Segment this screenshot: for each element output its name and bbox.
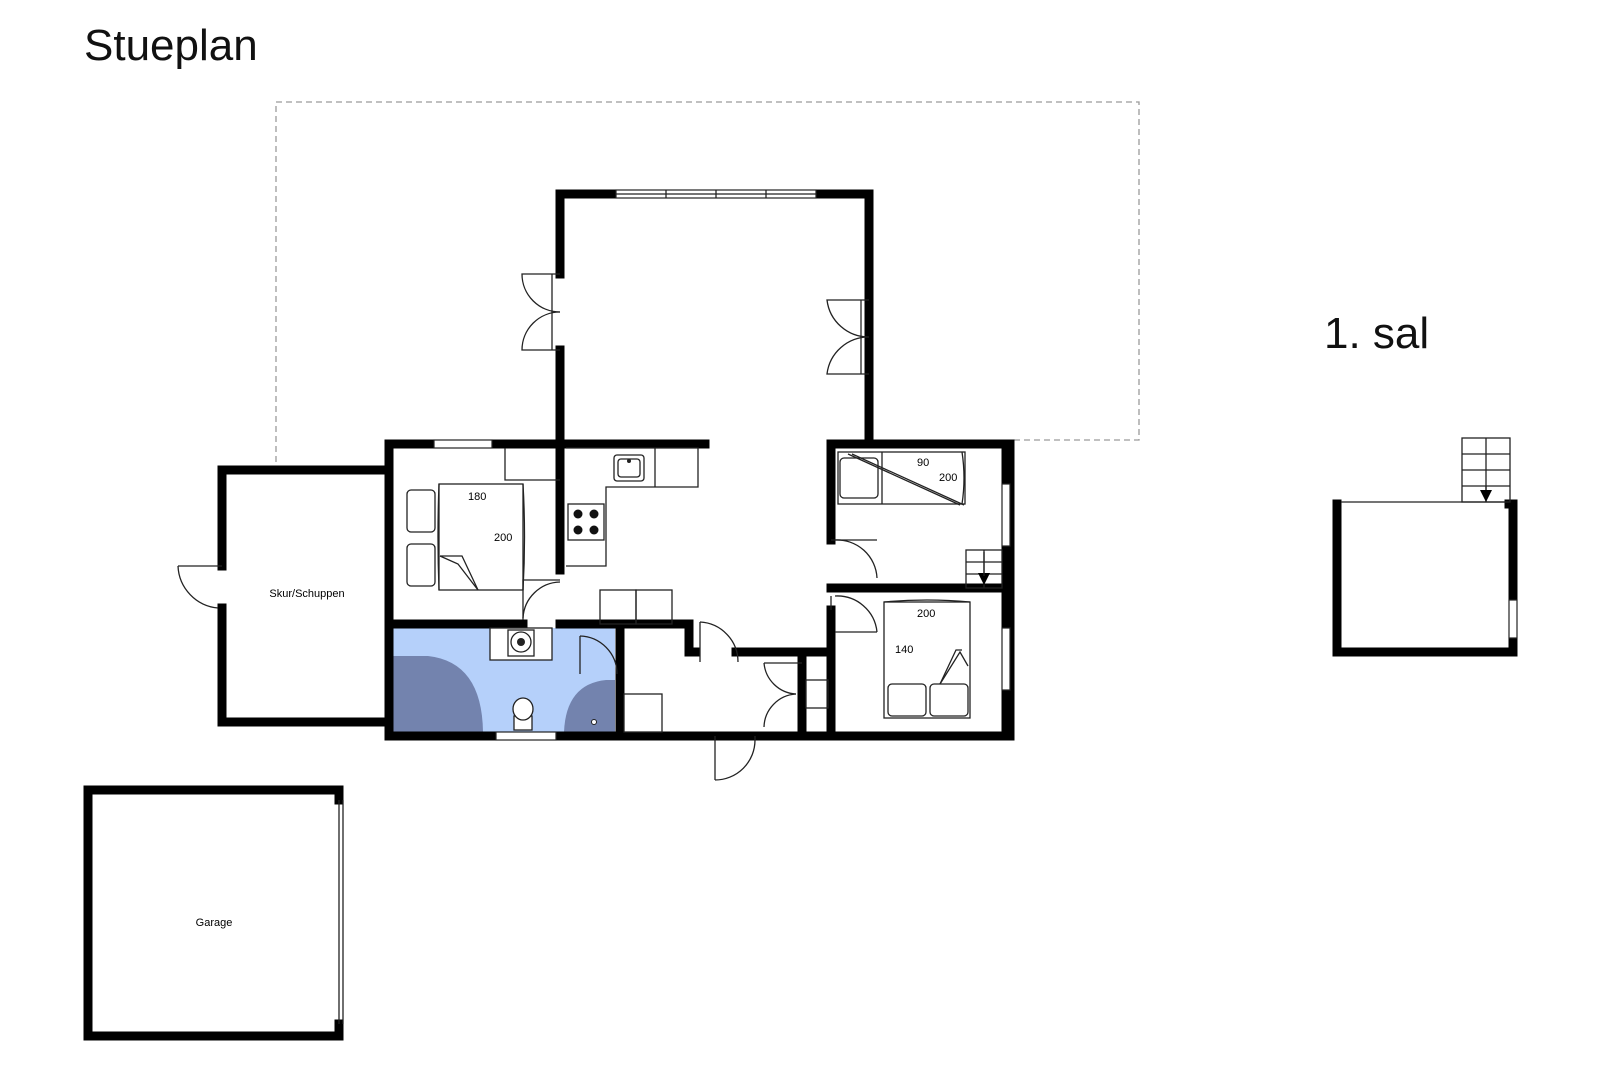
bathroom-fixtures xyxy=(489,627,553,731)
bed-width-dim: 180 xyxy=(468,491,486,503)
entry-door xyxy=(699,621,756,781)
bed-width-dim: 90 xyxy=(917,457,929,469)
shed: Skur/Schuppen xyxy=(177,465,394,727)
shower-area xyxy=(393,656,483,732)
nightstand xyxy=(406,489,436,533)
garage: Garage xyxy=(83,785,344,1041)
floor-drain xyxy=(591,719,597,725)
double-bed xyxy=(438,483,524,591)
cabinet xyxy=(805,679,829,709)
bedroom-1: 180 200 xyxy=(406,448,560,591)
bunk-bed xyxy=(837,451,966,505)
bed-length-dim: 200 xyxy=(939,472,957,484)
shower-area xyxy=(564,680,615,732)
window xyxy=(495,731,557,741)
double-bed xyxy=(883,601,971,719)
kitchen xyxy=(566,447,699,625)
sink xyxy=(613,454,645,482)
bedroom-2: 90 200 xyxy=(837,451,966,506)
bedroom-3: 200 140 xyxy=(883,599,971,719)
bed-length-dim: 200 xyxy=(917,608,935,620)
nightstand xyxy=(887,683,927,717)
appliance xyxy=(623,693,663,733)
cabinet xyxy=(599,589,637,625)
door-bedroom-2 xyxy=(831,539,878,579)
staircase-down xyxy=(965,549,1003,589)
window xyxy=(1001,483,1011,547)
terrace-door-right xyxy=(826,299,870,375)
first-floor-title: 1. sal xyxy=(1324,309,1430,358)
nightstand xyxy=(929,683,969,717)
window xyxy=(1001,627,1011,691)
staircase-up xyxy=(1461,437,1511,503)
terrace-door-left xyxy=(521,273,561,351)
ground-floor-title: Stueplan xyxy=(84,21,258,70)
bed-length-dim: 200 xyxy=(494,532,512,544)
window xyxy=(1508,599,1518,639)
door-bedroom-3 xyxy=(830,595,878,633)
stair-arrow xyxy=(1480,490,1492,502)
bathroom xyxy=(393,628,615,732)
walls-living-room xyxy=(555,189,874,449)
room-label-garage: Garage xyxy=(196,917,233,929)
cabinet xyxy=(635,589,673,625)
window xyxy=(433,439,493,449)
stair-arrow xyxy=(978,573,990,585)
nightstand xyxy=(406,543,436,587)
room-label-shed: Skur/Schuppen xyxy=(269,588,344,600)
stove xyxy=(567,503,605,541)
door-bathroom xyxy=(579,635,618,675)
closet xyxy=(763,662,829,728)
roof-overhang-outline xyxy=(275,101,1140,462)
bed-width-dim: 140 xyxy=(895,644,913,656)
first-floor-room xyxy=(1332,499,1518,657)
door-bedroom-1 xyxy=(522,579,561,620)
